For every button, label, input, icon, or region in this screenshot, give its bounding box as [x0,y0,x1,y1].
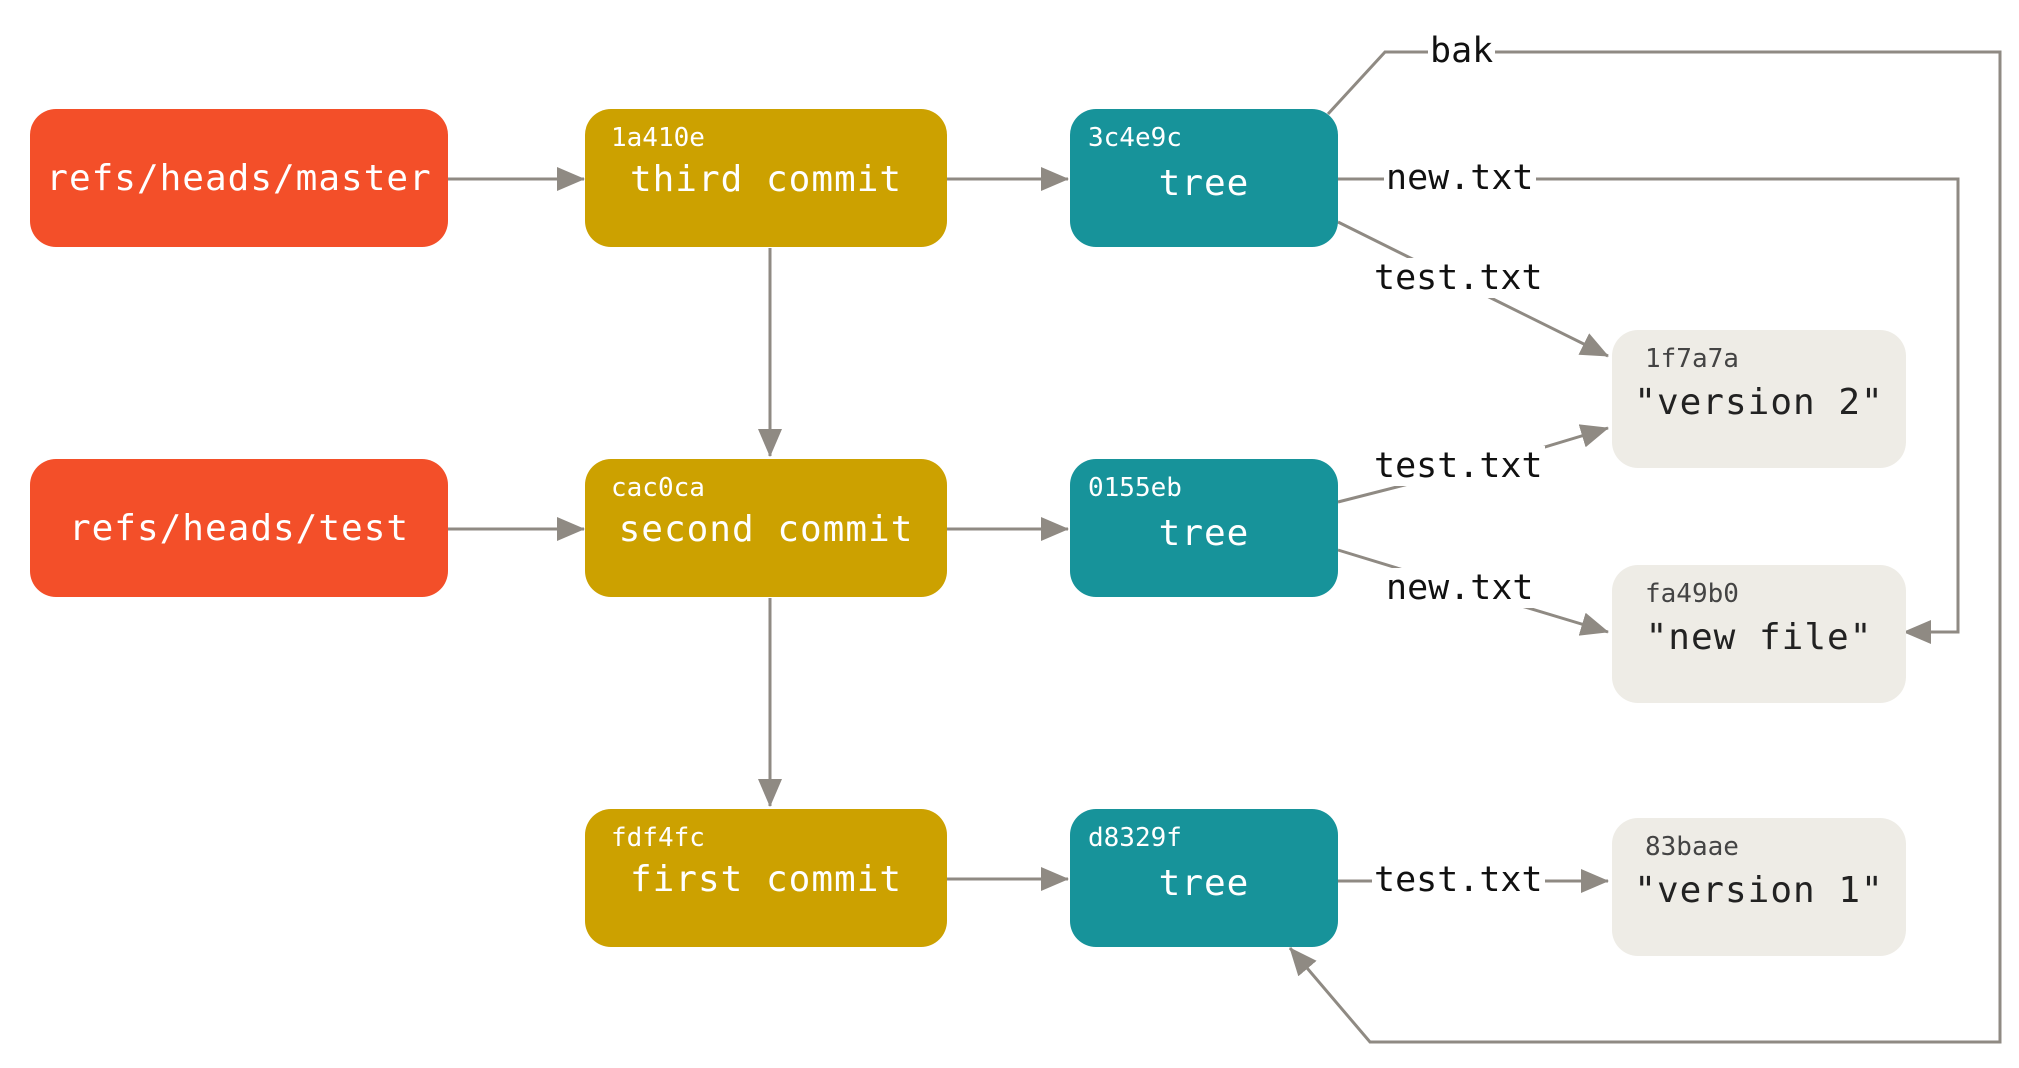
commit-third: 1a410e third commit [585,109,947,247]
blob-content: "version 1" [1634,870,1884,911]
commit-hash: fdf4fc [611,823,705,853]
arrow-tree1-test-txt [1337,220,1609,358]
tree-0155eb: 0155eb tree [1070,459,1338,597]
tree-label: tree [1158,163,1250,204]
blob-content: "new file" [1645,617,1873,658]
ref-master: refs/heads/master [30,109,448,247]
tree-3c4e9c: 3c4e9c tree [1070,109,1338,247]
blob-fa49b0: fa49b0 "new file" [1612,565,1906,703]
commit-message: second commit [618,509,914,550]
commit-hash: 1a410e [611,123,705,153]
edge-label-bak: bak [1428,31,1496,71]
tree-label: tree [1158,513,1250,554]
edge-label-tree1-test: test.txt [1372,258,1545,298]
blob-hash: 83baae [1645,832,1739,862]
tree-hash: d8329f [1088,823,1182,853]
blob-83baae: 83baae "version 1" [1612,818,1906,956]
tree-d8329f: d8329f tree [1070,809,1338,947]
blob-hash: fa49b0 [1645,579,1739,609]
commit-first: fdf4fc first commit [585,809,947,947]
edge-label-tree2-new: new.txt [1384,568,1536,608]
edge-label-tree3-test: test.txt [1372,860,1545,900]
tree-hash: 0155eb [1088,473,1182,503]
commit-message: first commit [629,859,903,900]
arrow-bak-to-tree3 [1288,50,2002,1044]
blob-content: "version 2" [1634,382,1884,423]
commit-hash: cac0ca [611,473,705,503]
edge-label-tree2-test: test.txt [1372,446,1545,486]
ref-test: refs/heads/test [30,459,448,597]
ref-test-label: refs/heads/test [68,507,410,549]
commit-message: third commit [629,159,903,200]
edge-label-tree1-new: new.txt [1384,158,1536,198]
commit-second: cac0ca second commit [585,459,947,597]
blob-1f7a7a: 1f7a7a "version 2" [1612,330,1906,468]
blob-hash: 1f7a7a [1645,344,1739,374]
arrow-tree1-new-txt [1338,177,1960,644]
tree-hash: 3c4e9c [1088,123,1182,153]
tree-label: tree [1158,863,1250,904]
ref-master-label: refs/heads/master [46,157,432,199]
